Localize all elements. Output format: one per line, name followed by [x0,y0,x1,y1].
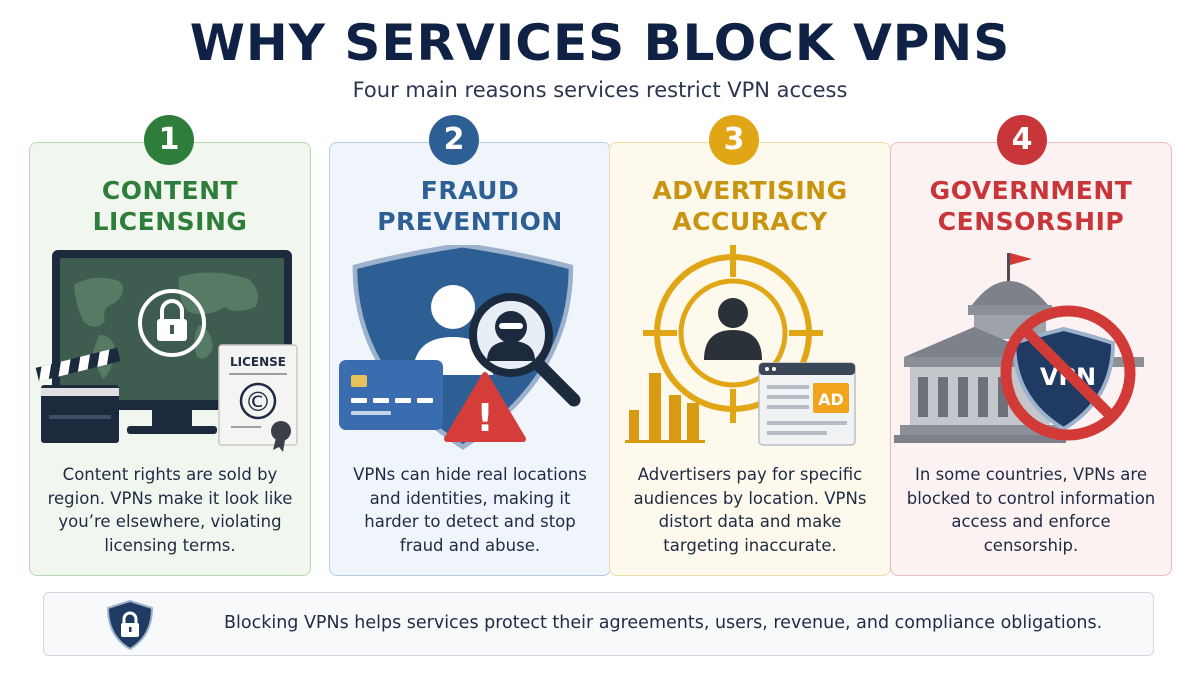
content-licensing-illustration: LICENSE © [35,250,298,452]
card-title-government-censorship: GOVERNMENT CENSORSHIP [890,175,1172,237]
card-description-advertising-accuracy: Advertisers pay for specific audiences b… [633,465,867,555]
fraud-prevention-illustration: ! [339,245,581,450]
prohibited-icon [1000,305,1136,441]
warning-symbol: ! [476,396,493,440]
footer-text: Blocking VPNs helps services protect the… [224,613,1103,633]
card-description-fraud-prevention: VPNs can hide real locations and identit… [353,465,587,555]
flag-icon [1010,253,1032,265]
person-icon [704,298,762,360]
card-title-line: FRAUD [420,176,520,205]
bar-chart-icon [625,373,705,443]
credit-card-icon [339,360,443,430]
warning-triangle-icon: ! [444,372,526,442]
magnifier-hacker-icon [469,293,581,407]
card-title-fraud-prevention: FRAUD PREVENTION [329,175,611,237]
page-subtitle: Four main reasons services restrict VPN … [352,78,848,102]
clapperboard-icon [35,347,121,443]
license-certificate-icon: LICENSE © [218,344,298,452]
advertising-accuracy-illustration: AD [625,245,856,446]
number-badge-4: 4 [997,115,1047,165]
footer-summary-box: Blocking VPNs helps services protect the… [43,592,1154,656]
card-title-advertising-accuracy: ADVERTISING ACCURACY [609,175,891,237]
card-title-line: GOVERNMENT [929,176,1133,205]
card-description-content-licensing: Content rights are sold by region. VPNs … [47,465,293,555]
card-title-line: CONTENT [101,176,239,205]
government-censorship-illustration: VPN [894,253,1144,443]
card-title-line: ADVERTISING [652,176,848,205]
card-title-line: CENSORSHIP [937,207,1125,236]
shield-lock-icon [106,599,154,651]
card-title-line: ACCURACY [672,207,828,236]
card-title-line: LICENSING [92,207,248,236]
license-label: LICENSE [230,355,286,369]
card-description-government-censorship: In some countries, VPNs are blocked to c… [906,465,1156,555]
card-title-content-licensing: CONTENT LICENSING [29,175,311,237]
padlock-icon [138,289,206,357]
page-title: WHY SERVICES BLOCK VPNS [189,14,1011,72]
ad-label: AD [818,390,844,409]
target-crosshair-icon [643,245,823,423]
browser-ad-icon: AD [758,362,856,446]
copyright-symbol: © [245,387,272,418]
number-badge-2: 2 [429,115,479,165]
card-title-line: PREVENTION [377,207,563,236]
number-badge-1: 1 [144,115,194,165]
number-badge-3: 3 [709,115,759,165]
